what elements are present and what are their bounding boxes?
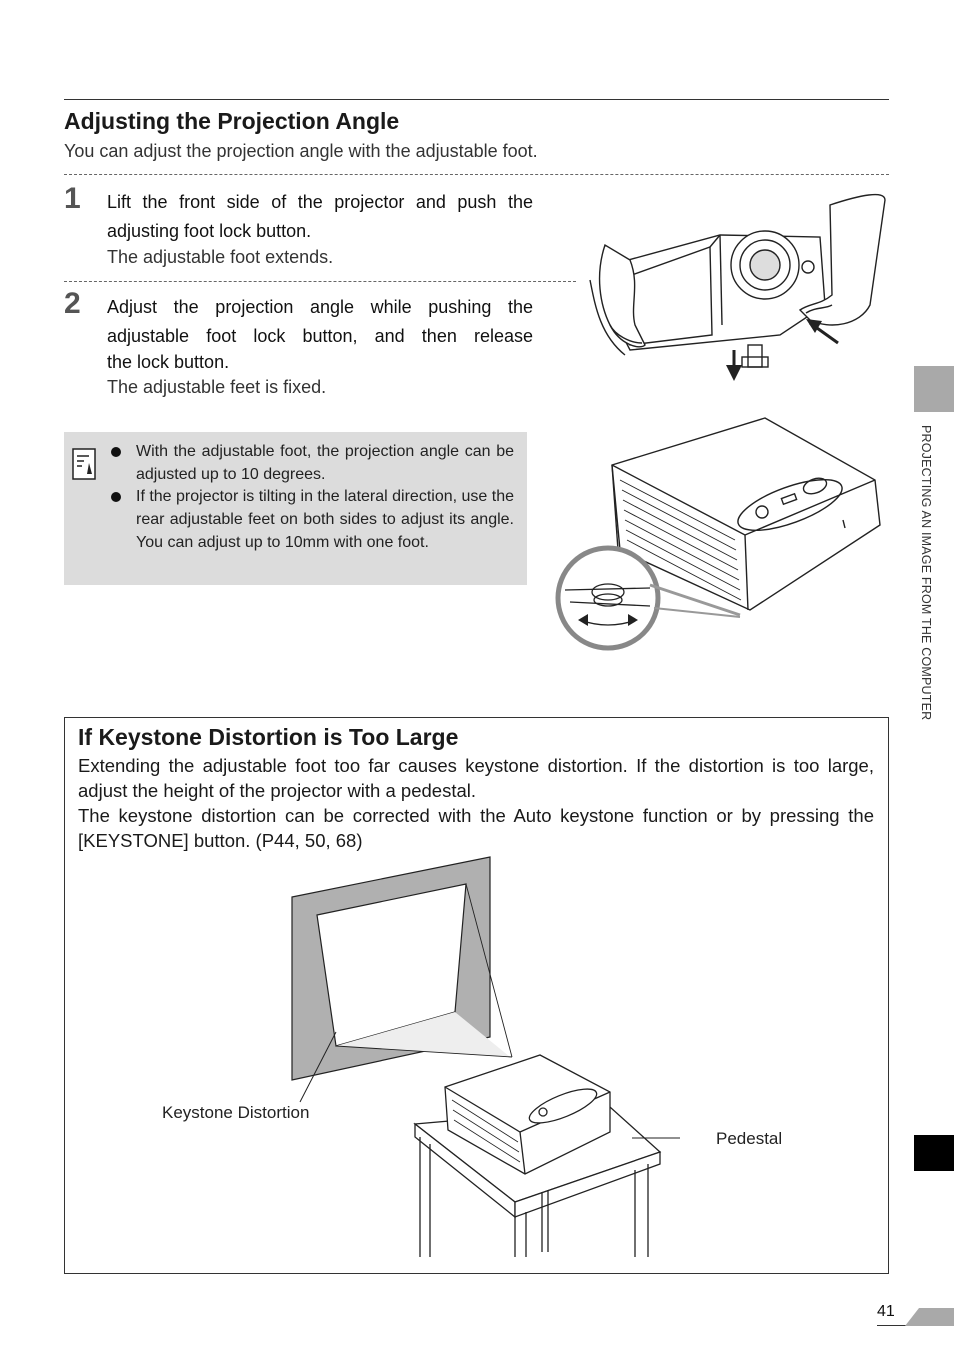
- step-number: 1: [64, 182, 81, 215]
- step-number: 2: [64, 287, 81, 320]
- top-rule: [64, 99, 889, 100]
- section-title: Adjusting the Projection Angle: [64, 108, 400, 134]
- side-tab-marker: [914, 366, 954, 412]
- keystone-paragraph: Extending the adjustable foot too far ca…: [78, 755, 874, 801]
- step-1-result: The adjustable foot extends.: [107, 247, 334, 267]
- memo-note-icon: [72, 448, 96, 480]
- note-list: With the adjustable foot, the projection…: [110, 441, 514, 555]
- dashed-divider: [64, 174, 889, 175]
- step-line: adjusting foot lock button.: [107, 221, 312, 241]
- step-2-result: The adjustable feet is fixed.: [107, 377, 327, 397]
- note-item: With the adjustable foot, the projection…: [110, 441, 514, 486]
- keystone-distortion-label: Keystone Distortion: [162, 1103, 310, 1122]
- page-corner-tab: [905, 1308, 954, 1326]
- dashed-divider: [64, 281, 576, 282]
- section-intro: You can adjust the projection angle with…: [64, 141, 538, 161]
- page-number-rule: [877, 1325, 927, 1326]
- keystone-distortion-illustration: [291, 856, 680, 1257]
- projector-rear-foot-illustration: [555, 417, 881, 651]
- step-line: the lock button.: [107, 352, 230, 372]
- page-number: 41: [877, 1303, 895, 1320]
- step-1-text: Lift the front side of the projector and…: [107, 188, 533, 246]
- note-item: If the projector is tilting in the later…: [110, 486, 514, 554]
- keystone-box: [64, 717, 889, 1274]
- keystone-title: If Keystone Distortion is Too Large: [78, 724, 459, 750]
- side-tab-block: [914, 1135, 954, 1171]
- side-chapter-label: PROJECTING AN IMAGE FROM THE COMPUTER: [919, 425, 933, 721]
- step-2-text: Adjust the projection angle while pushin…: [107, 293, 533, 373]
- keystone-paragraph: The keystone distortion can be corrected…: [78, 805, 874, 851]
- pedestal-label: Pedestal: [716, 1129, 783, 1148]
- step-line: Adjust the projection angle while pushin…: [107, 297, 533, 317]
- lift-projector-illustration: [589, 193, 886, 381]
- note-box: [64, 432, 527, 585]
- step-line: adjustable foot lock button, and then re…: [107, 326, 533, 346]
- step-line: Lift the front side of the projector and…: [107, 192, 533, 212]
